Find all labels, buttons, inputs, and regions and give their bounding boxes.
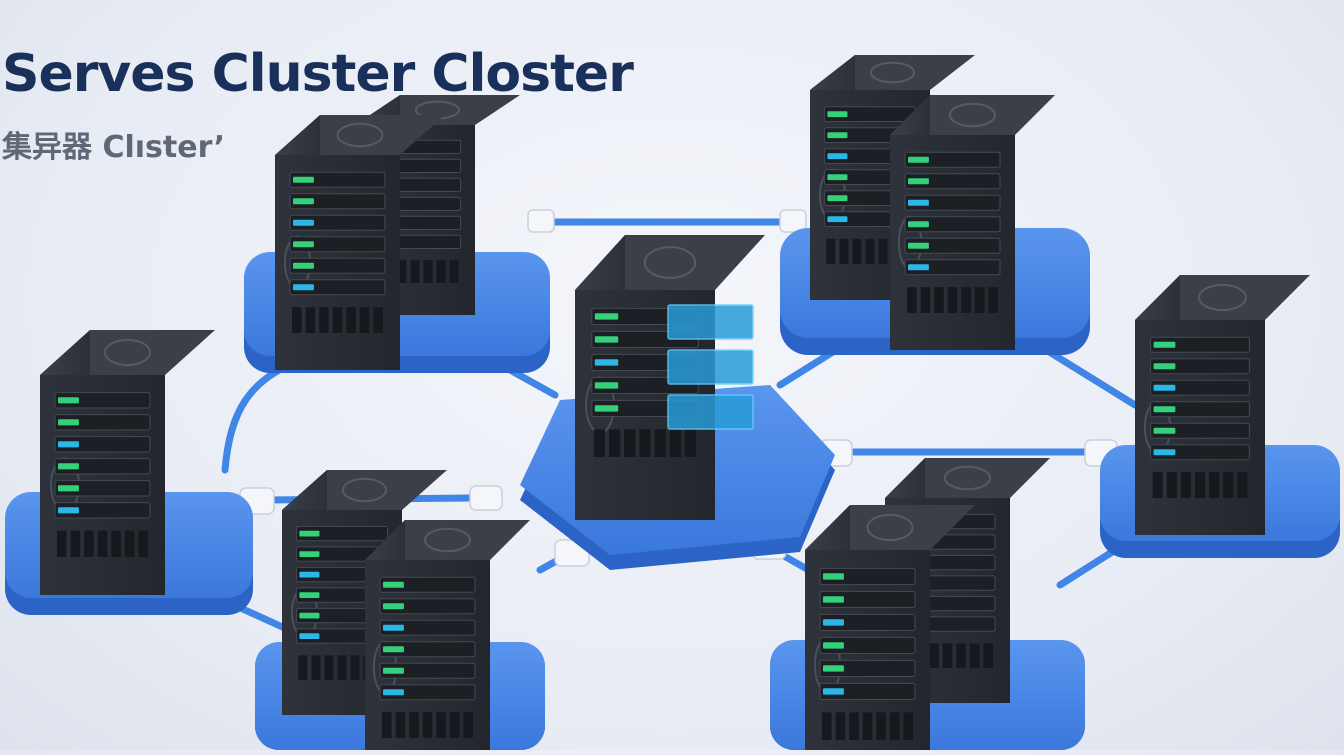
status-led-icon	[293, 219, 314, 226]
status-led-icon	[293, 262, 314, 269]
status-led-icon	[823, 619, 844, 626]
status-led-icon	[1153, 427, 1176, 434]
status-led-icon	[58, 463, 79, 470]
server-tower-icon-bottom-left-front	[365, 520, 530, 755]
server-tower-icon-right	[1135, 275, 1310, 535]
status-led-icon	[293, 284, 314, 291]
status-led-icon	[383, 624, 404, 631]
status-led-icon	[908, 242, 929, 249]
status-led-icon	[908, 221, 929, 228]
diagram-title: Serves Cluster Closter	[2, 44, 634, 104]
status-led-icon	[299, 571, 320, 578]
status-led-icon	[594, 382, 619, 389]
server-tower-icon-bottom-right-front	[805, 505, 975, 755]
status-led-icon	[823, 642, 844, 649]
status-led-icon	[58, 507, 79, 514]
status-led-icon	[594, 313, 619, 320]
status-led-icon	[827, 111, 848, 118]
server-tower-icon-left	[40, 330, 215, 595]
status-led-icon	[823, 665, 844, 672]
status-led-icon	[908, 264, 929, 271]
server-tower-icon-top-left-front	[275, 115, 445, 370]
status-led-icon	[293, 241, 314, 248]
status-led-icon	[299, 592, 320, 598]
status-led-icon	[823, 596, 844, 603]
status-led-icon	[299, 551, 320, 557]
status-led-icon	[594, 336, 619, 343]
status-led-icon	[823, 573, 844, 580]
status-led-icon	[827, 195, 848, 202]
status-led-icon	[58, 397, 79, 404]
diagram-subtitle: 集异器 Clıster’	[2, 130, 226, 165]
status-led-icon	[293, 198, 314, 205]
status-led-icon	[827, 132, 848, 139]
status-led-icon	[594, 359, 619, 366]
server-tower-icon-top-right-front	[890, 95, 1055, 350]
status-led-icon	[908, 199, 929, 206]
status-led-icon	[1153, 363, 1176, 370]
status-led-icon	[1153, 341, 1176, 348]
cable-connector-icon	[527, 209, 555, 233]
status-led-icon	[299, 612, 320, 619]
status-led-icon	[908, 178, 929, 185]
status-led-icon	[58, 441, 79, 448]
status-led-icon	[1153, 384, 1176, 391]
status-led-icon	[827, 153, 848, 160]
status-led-icon	[383, 646, 404, 653]
status-led-icon	[827, 216, 848, 223]
status-led-icon	[383, 603, 404, 610]
status-led-icon	[594, 405, 619, 412]
status-led-icon	[58, 485, 79, 492]
status-led-icon	[383, 667, 404, 674]
status-led-icon	[823, 688, 844, 695]
cable-connector-icon	[779, 209, 807, 233]
status-led-icon	[383, 581, 404, 588]
status-led-icon	[299, 530, 320, 537]
cable-left-to-top-left	[221, 356, 304, 474]
status-led-icon	[58, 419, 79, 426]
status-led-icon	[827, 174, 848, 181]
status-led-icon	[1153, 449, 1176, 456]
server-group	[40, 55, 1310, 755]
status-led-icon	[299, 633, 320, 639]
status-led-icon	[1153, 406, 1176, 413]
status-led-icon	[293, 176, 314, 183]
status-led-icon	[908, 156, 929, 163]
cable-connector-icon	[469, 485, 503, 511]
center-display-panels	[667, 304, 754, 430]
status-led-icon	[383, 689, 404, 696]
